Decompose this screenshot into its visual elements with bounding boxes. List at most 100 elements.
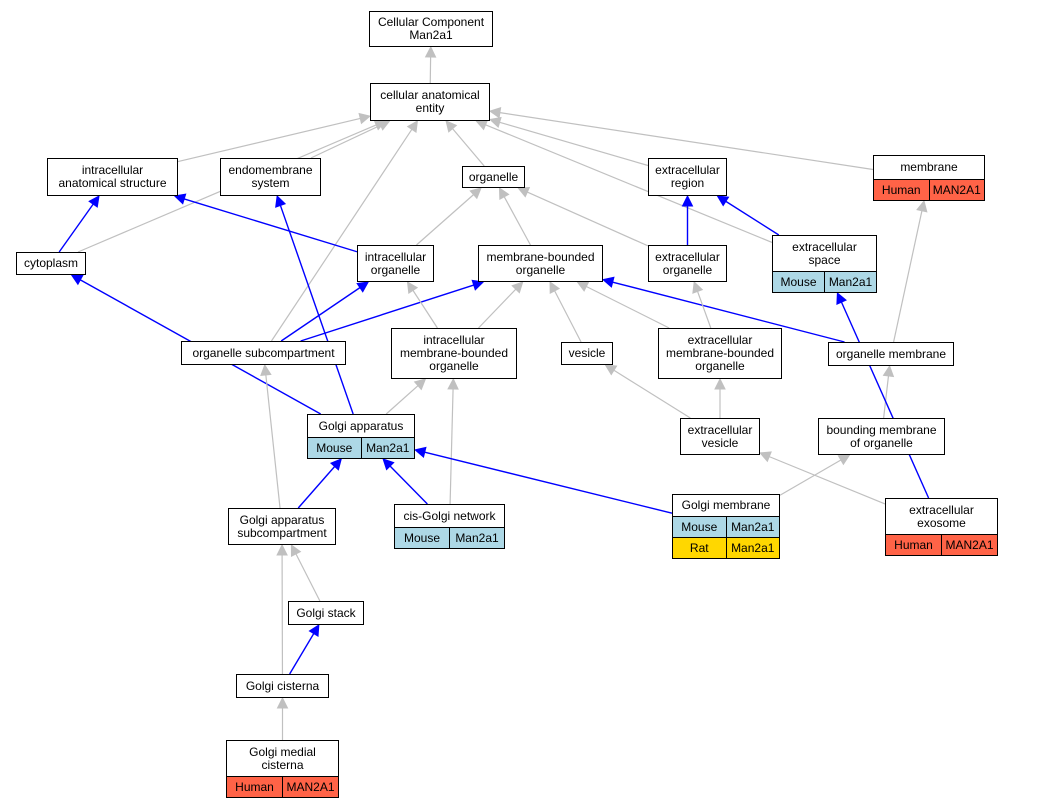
node-label: Golgi stack: [296, 605, 356, 620]
node-label: Golgi cisterna: [245, 678, 320, 693]
annotation-row: Human MAN2A1: [227, 776, 338, 797]
arrowhead-gas-to-ga: [329, 458, 342, 471]
species-cell: Human: [886, 535, 941, 555]
node-golgi-cisterna[interactable]: Golgi cisterna: [236, 674, 329, 698]
arrowhead-exs-to-cae: [475, 119, 489, 131]
edge-osc-to-io: [280, 287, 361, 342]
node-label: organelle membrane: [835, 346, 947, 361]
gene-cell: Man2a1: [449, 528, 504, 548]
gene-cell: MAN2A1: [282, 777, 338, 797]
arrowhead-io-to-ias: [173, 193, 187, 205]
node-extracellular-vesicle[interactable]: extracellular vesicle: [680, 418, 760, 455]
node-membrane[interactable]: membrane Human MAN2A1: [873, 155, 985, 201]
node-golgi-membrane[interactable]: Golgi membrane Mouse Man2a1 Rat Man2a1: [672, 494, 780, 559]
edge-exx-to-exv: [769, 456, 886, 505]
node-cellular-anatomical-entity[interactable]: cellular anatomical entity: [370, 83, 490, 121]
node-cis-golgi-network[interactable]: cis-Golgi network Mouse Man2a1: [394, 504, 505, 549]
node-cytoplasm[interactable]: cytoplasm: [16, 252, 86, 275]
edge-exx-to-exs: [840, 301, 930, 499]
node-label: extracellular membrane-bounded organelle: [665, 333, 775, 373]
node-label: Golgi membrane: [681, 498, 771, 512]
gene-cell: Man2a1: [360, 438, 414, 458]
arrowhead-ves-to-mbo: [549, 281, 561, 294]
arrowhead-exo-to-org: [517, 186, 531, 198]
node-intracellular-membrane-bounded-organelle[interactable]: intracellular membrane-bounded organelle: [391, 328, 517, 379]
node-label: Golgi medial cisterna: [249, 744, 316, 772]
node-extracellular-exosome[interactable]: extracellular exosome Human MAN2A1: [885, 498, 998, 556]
node-cellular-component[interactable]: Cellular Component Man2a1: [369, 11, 493, 47]
node-label: membrane-bounded organelle: [486, 249, 595, 277]
arrowhead-exx-to-exs: [836, 291, 847, 305]
arrowhead-exs-to-exr: [716, 195, 730, 207]
node-label: cis-Golgi network: [403, 508, 496, 523]
gene-cell: MAN2A1: [941, 535, 997, 555]
node-golgi-stack[interactable]: Golgi stack: [288, 601, 364, 625]
node-organelle[interactable]: organelle: [462, 166, 525, 188]
node-golgi-apparatus-subcompartment[interactable]: Golgi apparatus subcompartment: [228, 508, 336, 545]
node-label: organelle subcompartment: [192, 345, 335, 360]
annotation-row: Human MAN2A1: [874, 179, 984, 200]
node-bounding-membrane-of-organelle[interactable]: bounding membrane of organelle: [818, 418, 945, 455]
node-label: bounding membrane of organelle: [826, 422, 937, 450]
edge-om-to-mem: [893, 210, 923, 343]
edge-cyt-to-ias: [58, 203, 94, 253]
arrowhead-mbo-to-org: [498, 187, 510, 200]
edge-exv-to-ves: [613, 369, 691, 419]
node-golgi-medial-cisterna[interactable]: Golgi medial cisterna Human MAN2A1: [226, 740, 339, 798]
species-cell: Rat: [673, 538, 726, 558]
edge-io-to-ias: [184, 198, 358, 253]
node-intracellular-anatomical-structure[interactable]: intracellular anatomical structure: [47, 158, 178, 196]
edge-ga-to-ems: [279, 205, 354, 415]
edge-cgn-to-ga: [389, 465, 428, 505]
edge-org-to-cae: [452, 128, 485, 167]
node-label: membrane: [900, 160, 958, 174]
arrowhead-cgn-to-ga: [382, 458, 395, 471]
edge-imbo-to-io: [412, 290, 438, 329]
annotation-row: Mouse Man2a1: [395, 527, 504, 548]
node-extracellular-space[interactable]: extracellular space Mouse Man2a1: [772, 235, 877, 293]
arrowhead-gas-to-osc: [260, 363, 272, 377]
node-vesicle[interactable]: vesicle: [561, 342, 613, 365]
node-organelle-subcompartment[interactable]: organelle subcompartment: [181, 341, 346, 365]
arrowhead-gc-to-gs: [308, 624, 320, 637]
node-membrane-bounded-organelle[interactable]: membrane-bounded organelle: [478, 245, 603, 282]
annotation-row: Mouse Man2a1: [773, 271, 876, 292]
arrowhead-embo-to-mbo: [576, 281, 590, 292]
node-endomembrane-system[interactable]: endomembrane system: [220, 158, 321, 196]
annotation-row: Mouse Man2a1: [308, 437, 414, 458]
arrowhead-gm-to-bmo: [837, 454, 851, 466]
arrowhead-osc-to-mbo: [471, 279, 485, 291]
edge-gc-to-gs: [289, 633, 315, 675]
node-label: organelle: [468, 169, 519, 184]
edge-gs-to-gas: [295, 553, 321, 602]
species-cell: Mouse: [308, 438, 361, 458]
edge-exr-to-cae: [499, 121, 649, 167]
arrowhead-exr-to-cae: [488, 116, 502, 128]
node-intracellular-organelle[interactable]: intracellular organelle: [357, 245, 434, 282]
gene-cell: Man2a1: [824, 272, 876, 292]
node-label: Golgi apparatus subcompartment: [237, 512, 327, 540]
edge-ga-to-imbo: [385, 385, 419, 415]
annotation-row: Human MAN2A1: [886, 534, 997, 555]
arrowhead-cyt-to-ias: [88, 195, 100, 208]
arrowhead-exo-to-exr: [681, 194, 694, 207]
species-cell: Mouse: [673, 517, 726, 537]
arrowhead-mem-to-cae: [488, 106, 502, 119]
node-extracellular-membrane-bounded-organelle[interactable]: extracellular membrane-bounded organelle: [658, 328, 782, 379]
node-label: cellular anatomical entity: [380, 88, 480, 115]
node-label: intracellular organelle: [364, 249, 427, 277]
arrowhead-bmo-to-om: [882, 364, 895, 378]
node-organelle-membrane[interactable]: organelle membrane: [828, 342, 954, 366]
node-golgi-apparatus[interactable]: Golgi apparatus Mouse Man2a1: [307, 414, 415, 459]
node-extracellular-organelle[interactable]: extracellular organelle: [648, 245, 727, 282]
edge-ems-to-cae: [310, 124, 381, 159]
arrowhead-osc-to-cae: [406, 120, 419, 133]
node-extracellular-region[interactable]: extracellular region: [648, 158, 727, 196]
edge-embo-to-exo: [697, 291, 712, 329]
node-label: intracellular anatomical structure: [58, 163, 167, 190]
edge-exs-to-cae: [485, 124, 773, 243]
arrowhead-imbo-to-mbo: [511, 281, 524, 294]
arrowhead-ga-to-ems: [275, 194, 287, 208]
edge-bmo-to-om: [883, 375, 890, 419]
